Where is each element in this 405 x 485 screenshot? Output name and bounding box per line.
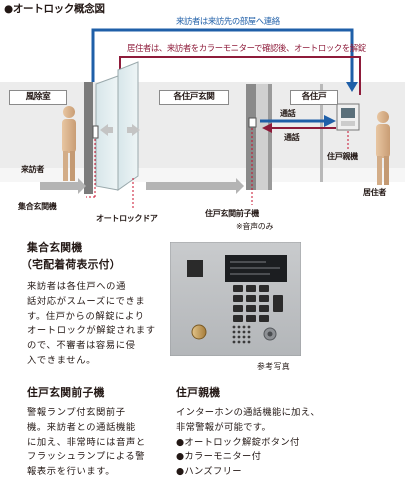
floor-arrow-1 [40, 178, 86, 194]
reference-photo [170, 242, 301, 356]
master-unit-label: 住戸親機 [327, 152, 358, 161]
call-label-2: 通話 [284, 133, 300, 142]
resident-figure [376, 111, 390, 185]
entrance-door-unit [248, 117, 257, 128]
camera-window [187, 260, 203, 277]
zone-unit: 各住戸 [290, 90, 338, 105]
zone-entrance: 各住戸玄関 [159, 90, 229, 105]
collective-section-title: 集合玄関機 [27, 241, 83, 254]
master-unit-section-body: インターホンの通話機能に加え、 非常警報が可能です。 ●オートロック解錠ボタン付… [176, 407, 320, 478]
resident-label: 居住者 [363, 188, 387, 197]
zone-vestibule: 風除室 [9, 90, 67, 105]
floor-arrow-2 [146, 178, 244, 194]
call-button [191, 324, 207, 340]
call-arrow-to-entrance [262, 123, 272, 133]
collective-section-body: 来訪者は各住戸への通 話対応がスムーズにできま す。住戸からの解錠により オート… [27, 281, 156, 366]
entrance-unit-label: 住戸玄関前子機 [205, 209, 259, 218]
visitor-label: 来訪者 [21, 165, 45, 174]
call-route-label: 来訪者は来訪先の部屋へ連絡 [176, 16, 280, 26]
auto-lock-door-label: オートロックドア [96, 214, 158, 223]
unlock-route-label: 居住者は、来訪者をカラーモニターで確認後、オートロックを解錠 [127, 43, 366, 53]
collective-entrance-unit [92, 125, 99, 139]
entrance-unit-section-body: 警報ランプ付玄関前子 機。来訪者との通話機能 に加え、非常時には音声と フラッシ… [27, 407, 146, 478]
call-arrow-to-master [324, 115, 336, 127]
call-label-1: 通話 [280, 109, 296, 118]
keypad [233, 285, 283, 322]
auto-lock-diagram [0, 28, 405, 208]
collective-unit-label: 集合玄関機 [18, 202, 57, 211]
master-unit-section-title: 住戸親機 [176, 386, 221, 399]
entrance-unit-section-title: 住戸玄関前子機 [27, 386, 105, 399]
unlock-route-arrow [119, 56, 361, 95]
diagram-title: ●オートロック概念図 [4, 3, 105, 15]
photo-caption: 参考写真 [257, 362, 291, 371]
collective-section-subtitle: （宅配着荷表示付） [21, 258, 121, 271]
visitor-figure [62, 106, 76, 181]
speaker-grille [232, 325, 251, 344]
entrance-unit-note: ※音声のみ [236, 222, 274, 231]
